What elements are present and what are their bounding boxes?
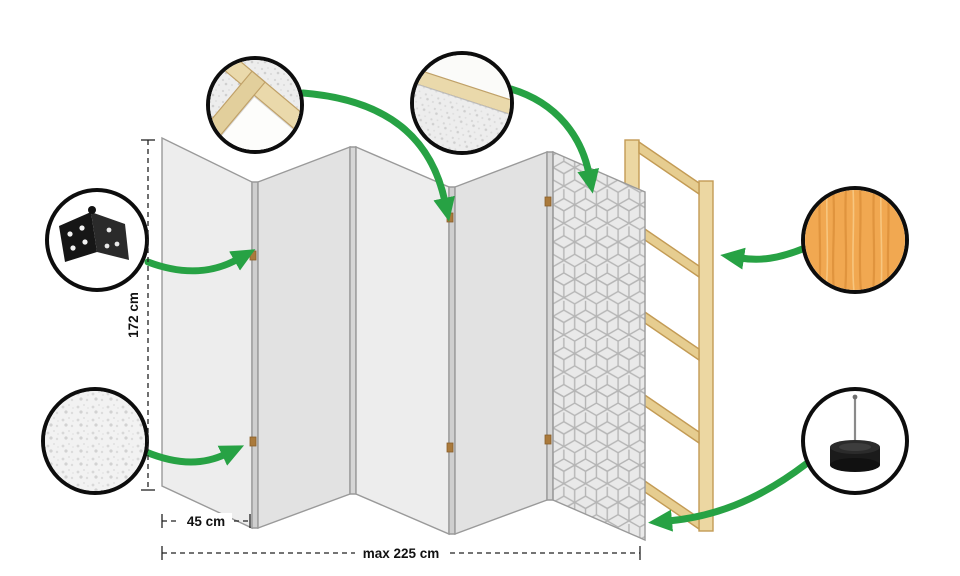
callout-fabric-detail: [41, 387, 149, 495]
panel-1: [161, 136, 253, 530]
arrow-edge: [507, 85, 600, 194]
frame-rung: [638, 140, 700, 196]
callout-hinge-detail: [45, 188, 149, 292]
panel-width-label: 45 cm: [187, 514, 225, 529]
frame-rung: [638, 389, 700, 445]
hinge-marker: [544, 196, 552, 207]
panel-2: [257, 145, 351, 530]
hinge-marker: [544, 434, 552, 445]
arrow-hinge: [144, 249, 256, 275]
panel-fold-edge: [251, 181, 259, 529]
hinge-marker: [249, 436, 257, 447]
frame-right-rail: [698, 180, 714, 532]
hinge-icon: [59, 206, 129, 262]
foot-pad-icon: [830, 394, 880, 472]
panel-fold-edge: [349, 146, 357, 495]
folding-screen: [161, 136, 646, 542]
patterned-panel: [552, 150, 646, 542]
label-backing: [180, 513, 232, 529]
callout-arrows: [142, 85, 810, 532]
callout-edge-detail: [410, 51, 514, 155]
hinge-marker: [446, 442, 454, 453]
panel-4: [454, 150, 548, 536]
arrow-wood: [720, 244, 809, 270]
panel-edge-icon: [414, 55, 510, 151]
panel-3: [355, 145, 450, 536]
dimension-panel-width: [161, 514, 251, 528]
arrow-fabric: [142, 445, 245, 466]
fabric-texture-icon: [45, 391, 145, 491]
label-backing: [355, 545, 447, 561]
frame-rung: [638, 223, 700, 279]
panel-fold-edge: [448, 186, 456, 535]
arrow-foot: [648, 460, 810, 532]
height-label: 172 cm: [126, 292, 141, 338]
callout-wood-detail: [801, 186, 909, 294]
max-width-label: max 225 cm: [363, 546, 440, 561]
hinge-marker: [249, 250, 257, 261]
arrow-corner: [299, 89, 455, 222]
hinge-marker: [446, 212, 454, 223]
callout-foot-detail: [801, 387, 909, 495]
wood-texture-icon: [805, 190, 905, 290]
dimension-height: [141, 139, 155, 491]
frame-rung: [638, 306, 700, 362]
